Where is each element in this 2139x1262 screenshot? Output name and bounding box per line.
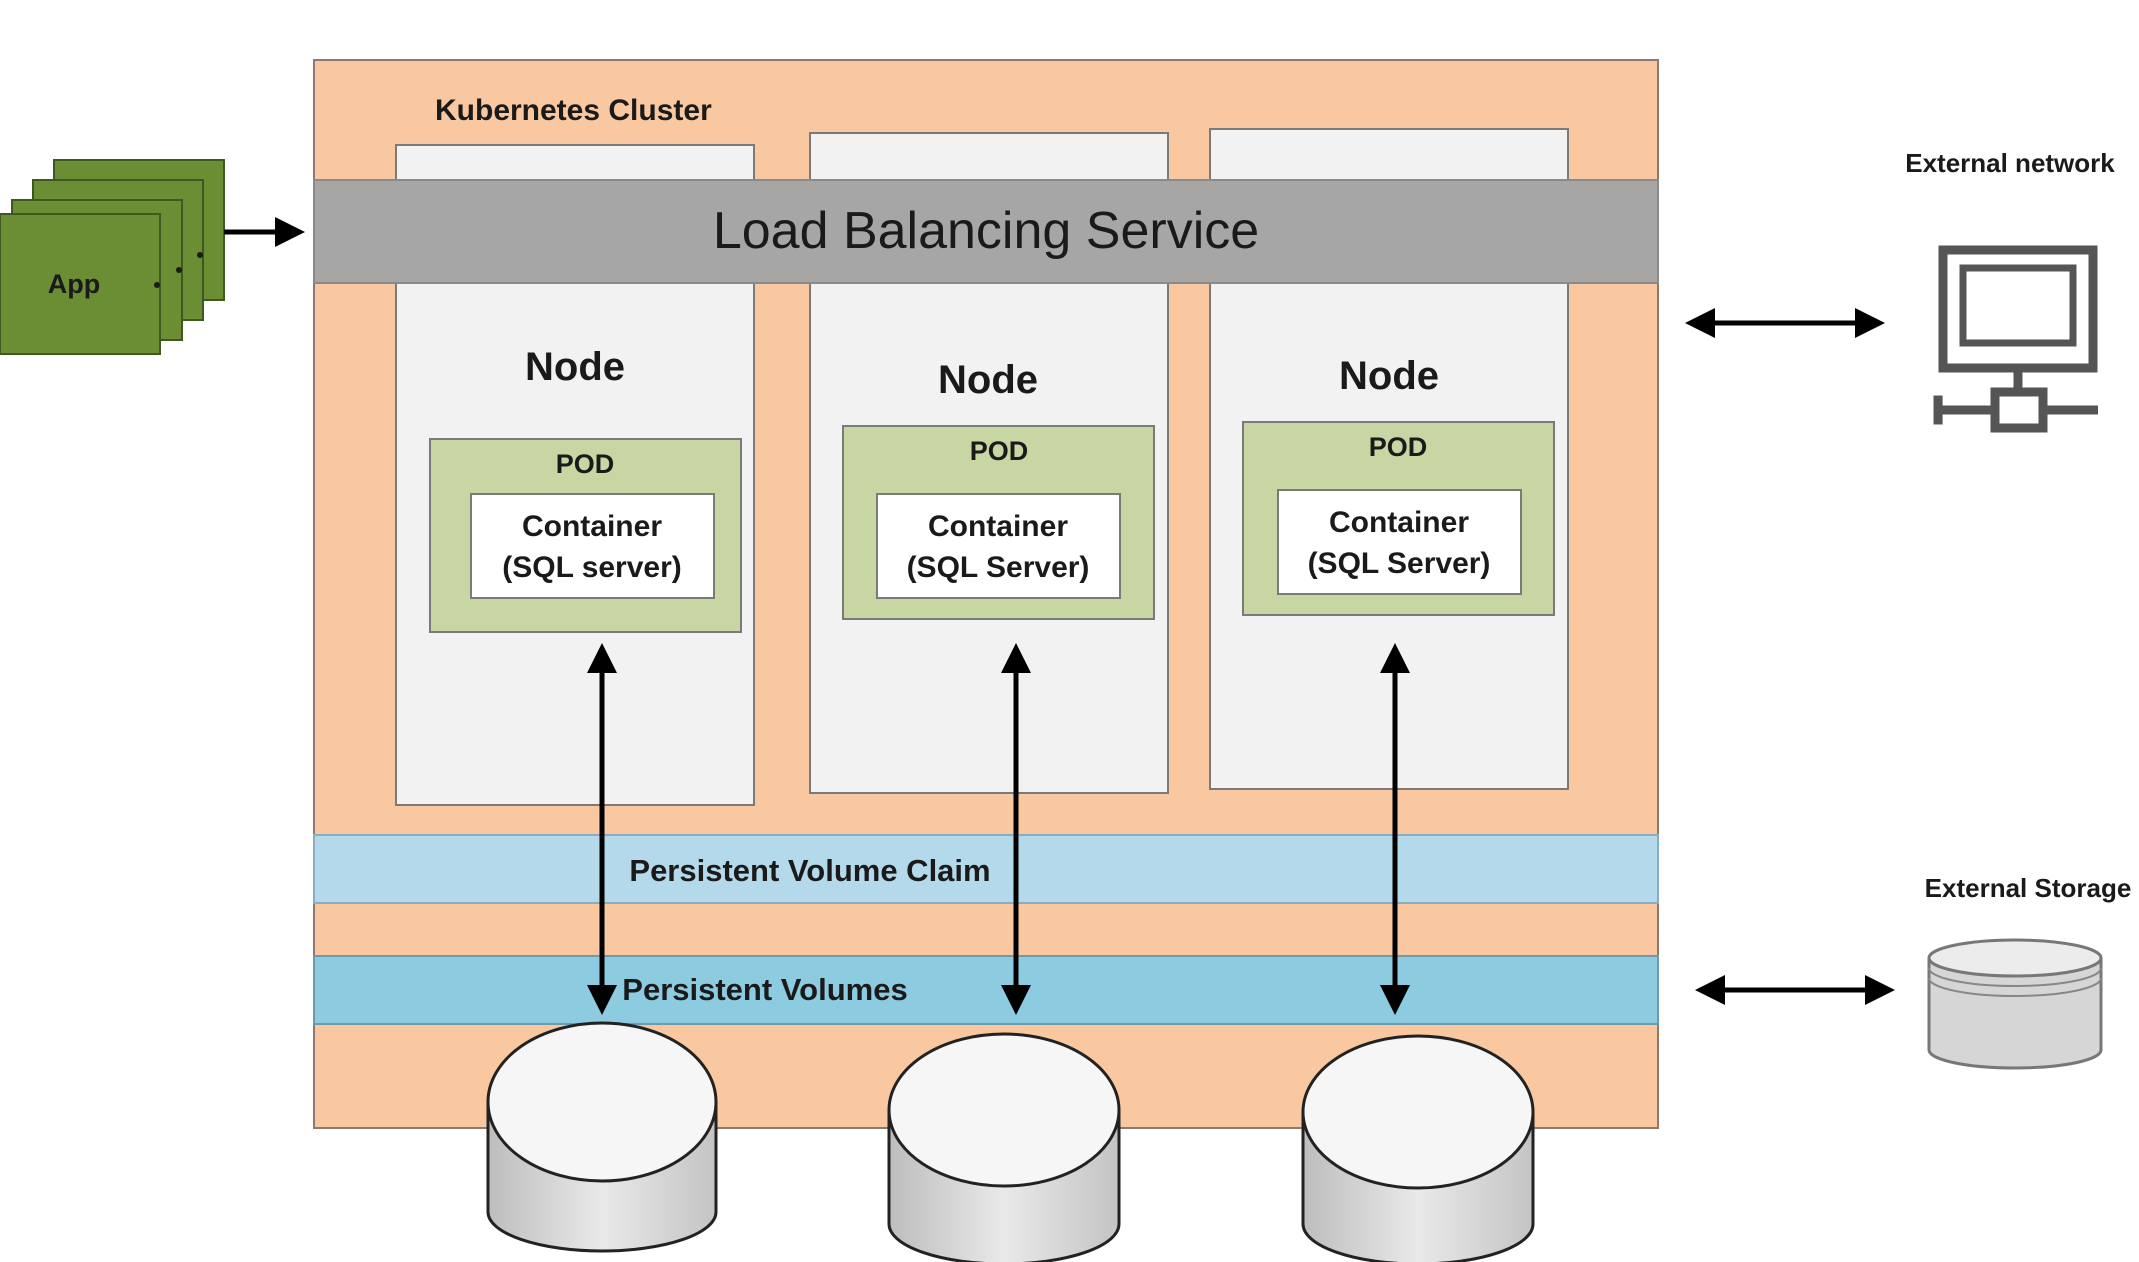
external-storage-label: External Storage [1925, 873, 2132, 903]
disk-volume-icon [887, 1032, 1121, 1262]
container-label: Container [928, 510, 1068, 543]
container [1277, 489, 1522, 595]
container-label: Container [522, 510, 662, 543]
container-label: Container [1329, 506, 1469, 539]
disk-volume-icon [486, 1021, 718, 1253]
external-network: External network [1905, 148, 2115, 433]
persistent-volume-claim: Persistent Volume Claim [313, 834, 1659, 904]
external-storage: External Storage [1925, 873, 2132, 1070]
node-title: Node [525, 345, 625, 389]
volume-arrows [587, 643, 1410, 1015]
app-stack: App [0, 159, 225, 355]
load-balancer-label: Load Balancing Service [713, 202, 1259, 260]
storage-disk-icon [1927, 938, 2103, 1070]
pod-label: POD [970, 436, 1029, 466]
external-network-label: External network [1905, 148, 2115, 178]
computer-network-icon [1933, 245, 2098, 433]
disk-volume-icon [1301, 1034, 1535, 1262]
load-balancing-service: Load Balancing Service [313, 179, 1659, 284]
container-sublabel: (SQL server) [502, 551, 682, 584]
pvc-label: Persistent Volume Claim [629, 853, 990, 888]
node-title: Node [1339, 354, 1439, 398]
container [470, 493, 715, 599]
pv-label: Persistent Volumes [622, 972, 907, 1007]
pod-label: POD [1369, 432, 1428, 462]
persistent-volumes: Persistent Volumes [313, 955, 1659, 1025]
cluster-title: Kubernetes Cluster [435, 94, 712, 127]
container [876, 493, 1121, 599]
pod-label: POD [556, 449, 615, 479]
node-title: Node [938, 358, 1038, 402]
container-sublabel: (SQL Server) [1308, 547, 1491, 580]
container-sublabel: (SQL Server) [907, 551, 1090, 584]
app-label: App [48, 269, 100, 299]
